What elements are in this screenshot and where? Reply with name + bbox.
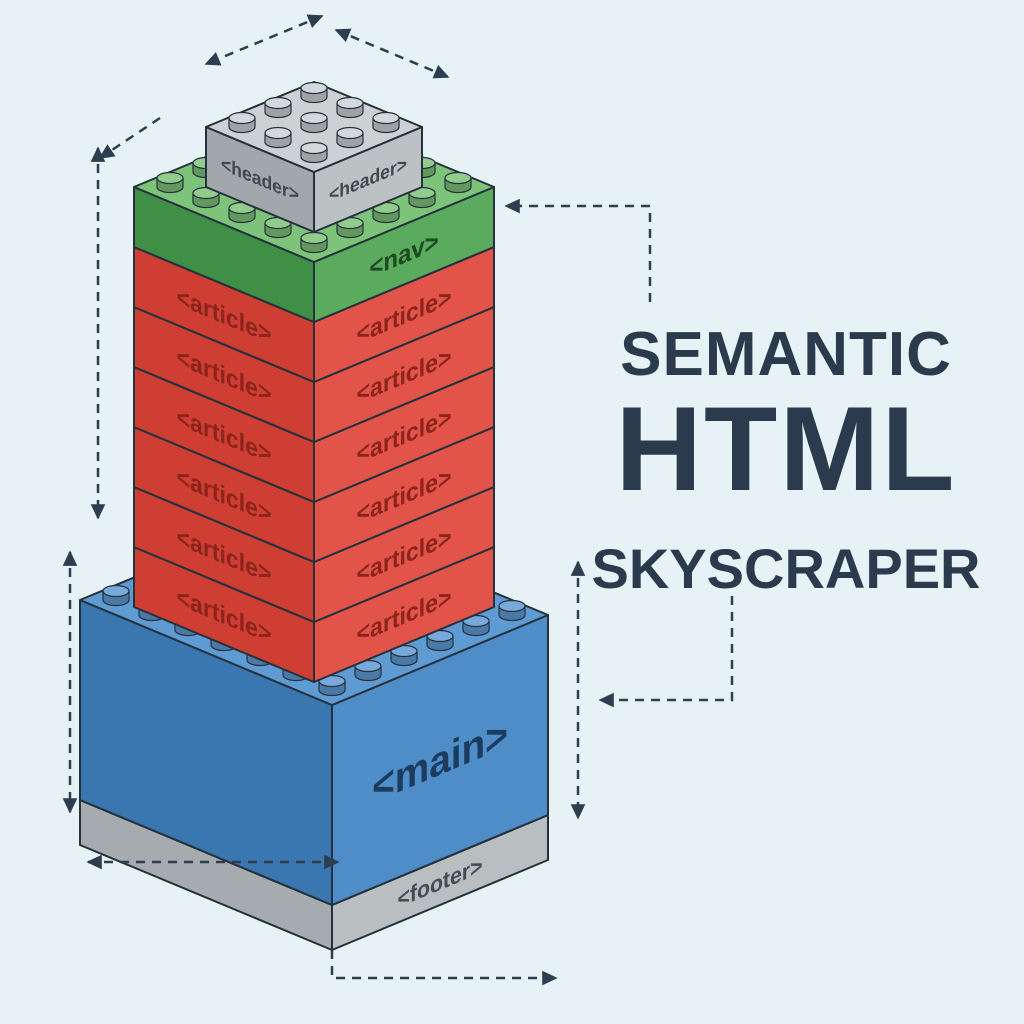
- main-brick-stud-top: [498, 599, 526, 613]
- nav-brick-stud-top: [156, 171, 184, 185]
- title-line-3: SKYSCRAPER: [592, 537, 981, 600]
- header-brick-stud-top: [300, 81, 328, 95]
- header-brick-stud-top: [300, 111, 328, 125]
- dimension-line-10: [330, 950, 558, 986]
- dimension-line-8: [334, 28, 450, 79]
- title-line-2: HTML: [615, 382, 956, 516]
- header-brick-stud-top: [372, 111, 400, 125]
- dimension-line-5: [504, 198, 652, 302]
- header-brick-stud-top: [336, 126, 364, 140]
- header-brick-stud-top: [300, 141, 328, 155]
- nav-brick-stud-top: [444, 171, 472, 185]
- header-brick-stud-top: [264, 96, 292, 110]
- main-brick-stud-top: [102, 584, 130, 598]
- dimension-line-2: [98, 116, 161, 160]
- header-brick-stud-top: [228, 111, 256, 125]
- dimension-line-6: [598, 596, 734, 708]
- dimension-line-7: [204, 14, 324, 66]
- nav-brick-stud-top: [300, 231, 328, 245]
- title-line-1: SEMANTIC: [620, 320, 952, 389]
- header-brick-stud-top: [336, 96, 364, 110]
- lego-tower: <footer><main><article><article><article…: [62, 14, 734, 986]
- title-block: SEMANTIC HTML SKYSCRAPER: [592, 320, 981, 600]
- header-brick-stud-top: [264, 126, 292, 140]
